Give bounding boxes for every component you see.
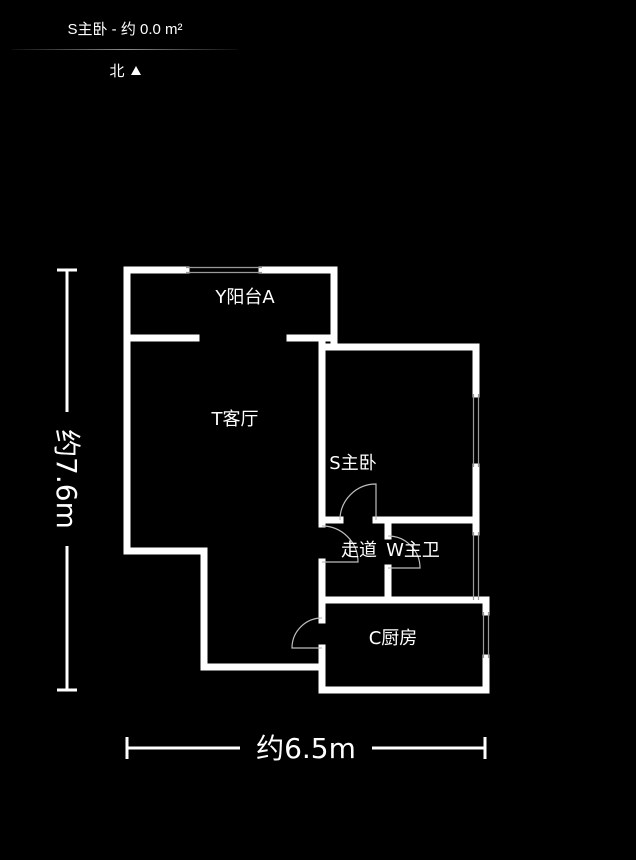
- window-bath: [472, 532, 480, 600]
- room-label-living: T客厅: [211, 409, 259, 430]
- walls: [123, 266, 490, 694]
- window-balcony: [186, 266, 262, 274]
- door-corridor-icon: [321, 525, 359, 563]
- room-title: S主卧 - 约 0.0 m²: [67, 21, 183, 38]
- window-bedroom: [472, 394, 480, 467]
- room-label-balcony: Y阳台A: [214, 287, 275, 308]
- windows: [186, 266, 490, 658]
- compass: 北: [0, 60, 250, 81]
- header-divider: [12, 49, 238, 50]
- compass-label: 北: [109, 63, 125, 80]
- window-kitchen: [482, 612, 490, 658]
- room-label-corridor: 走道: [341, 540, 377, 561]
- north-arrow-icon: [130, 66, 141, 75]
- doors: [291, 483, 421, 649]
- room-label-kitchen: C厨房: [369, 628, 418, 649]
- dimension-width: [125, 737, 487, 759]
- door-kitchen-icon: [291, 617, 323, 649]
- dimension-width-label: 约6.5m: [256, 732, 356, 765]
- door-bath-icon: [387, 535, 421, 569]
- room-label-master-bath: W主卫: [386, 540, 440, 561]
- room-label-master-bedroom: S主卧: [329, 453, 376, 474]
- dimension-height-label: 约7.6m: [50, 429, 83, 529]
- door-bedroom-icon: [339, 483, 377, 521]
- dimension-height: [57, 268, 77, 692]
- room-labels: Y阳台A T客厅 S主卧 走道 W主卫 C厨房: [211, 287, 440, 649]
